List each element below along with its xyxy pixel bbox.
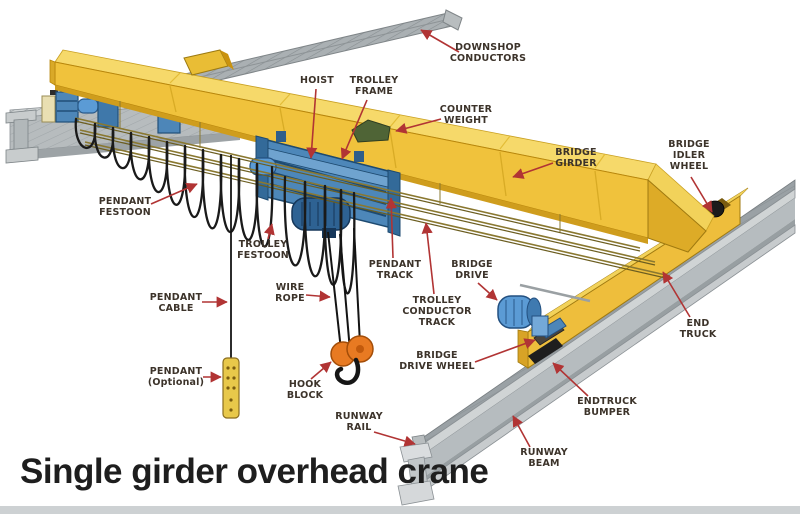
trolley-conductor-track-shape — [79, 129, 671, 280]
arrow-hook-block — [310, 361, 332, 380]
label-runway-beam: RUNWAY BEAM — [520, 447, 568, 469]
arrow-trolley-festoon — [263, 223, 275, 240]
festoon-tracks — [74, 101, 671, 303]
label-runway-rail: RUNWAY RAIL — [335, 411, 383, 433]
label-downshop-conductors: DOWNSHOP CONDUCTORS — [449, 42, 527, 64]
label-trolley-festoon: TROLLEY FESTOON — [237, 239, 289, 261]
label-counter-weight: COUNTER WEIGHT — [439, 104, 493, 126]
pendant-festoon-loops — [74, 117, 274, 248]
arrow-trolley-conductor-track — [421, 222, 435, 295]
downshop-conductors-rail — [184, 9, 463, 88]
arrow-endtruck-bumper — [552, 362, 589, 397]
arrow-hoist — [306, 88, 318, 159]
endtruck-bumper-shape — [528, 338, 563, 364]
label-end-truck: END TRUCK — [679, 318, 717, 340]
arrow-pendant-festoon — [150, 183, 198, 205]
arrow-pendant-track — [385, 197, 397, 259]
label-trolley-frame: TROLLEY FRAME — [349, 75, 399, 97]
label-pendant-track: PENDANT TRACK — [368, 259, 422, 281]
pendant-shape — [222, 357, 240, 419]
arrow-bridge-girder — [512, 162, 554, 179]
arrow-wire-rope — [305, 290, 331, 302]
label-pendant-optional: PENDANT (Optional) — [147, 366, 205, 388]
hook-shape — [334, 357, 361, 386]
arrow-bridge-drive — [477, 282, 498, 301]
wire-ropes — [327, 227, 361, 352]
label-bridge-drive-wheel: BRIDGE DRIVE WHEEL — [399, 350, 475, 372]
arrow-bridge-idler-wheel — [690, 176, 713, 213]
label-bridge-drive: BRIDGE DRIVE — [451, 259, 493, 281]
arrow-end-truck — [662, 271, 691, 318]
label-arrows — [150, 29, 713, 448]
arrow-runway-beam — [512, 415, 531, 448]
page-title: Single girder overhead crane — [20, 452, 489, 491]
label-endtruck-bumper: ENDTRUCK BUMPER — [577, 396, 637, 418]
label-bridge-girder: BRIDGE GIRDER — [555, 147, 597, 169]
hook-block-shape — [330, 335, 374, 386]
arrow-trolley-frame — [340, 99, 368, 160]
bottom-strip — [0, 506, 800, 514]
label-bridge-idler-wheel: BRIDGE IDLER WHEEL — [668, 139, 710, 172]
label-trolley-conductor-track: TROLLEY CONDUCTOR TRACK — [402, 295, 472, 328]
arrow-downshop-conductors — [420, 29, 460, 53]
label-pendant-festoon: PENDANT FESTOON — [98, 196, 152, 218]
arrow-counter-weight — [395, 118, 442, 134]
arrow-runway-rail — [373, 431, 416, 447]
bridge-drive-motor — [497, 295, 567, 339]
counter-weight-shape — [351, 119, 391, 143]
pendant-track-shape — [74, 117, 641, 252]
arrow-bridge-drive-wheel — [474, 338, 536, 363]
label-wire-rope: WIRE ROPE — [275, 282, 305, 304]
label-hook-block: HOOK BLOCK — [286, 379, 324, 401]
label-pendant-cable: PENDANT CABLE — [149, 292, 203, 314]
label-hoist: HOIST — [300, 75, 334, 86]
